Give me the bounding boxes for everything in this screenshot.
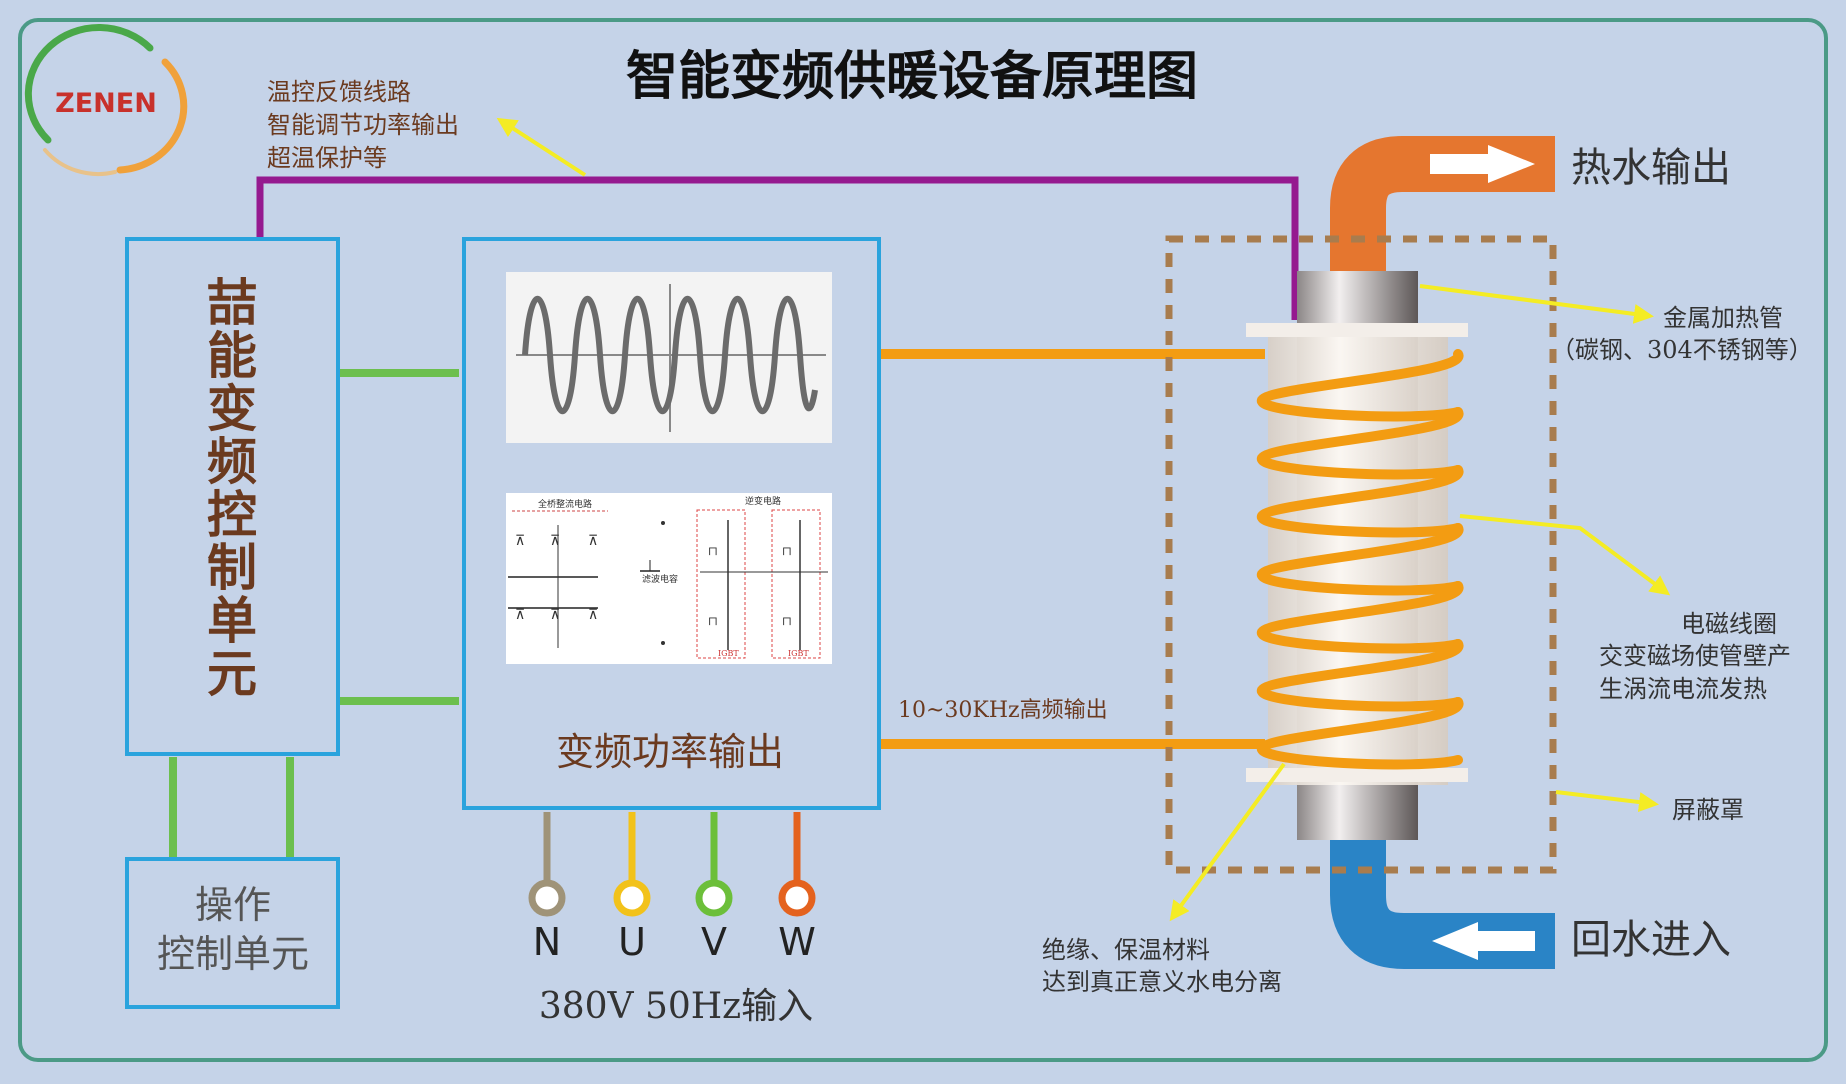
control-unit-box	[125, 237, 340, 756]
svg-text:⊼: ⊼	[550, 533, 560, 549]
control-unit-char: 变	[207, 379, 257, 438]
svg-text:⊓: ⊓	[782, 544, 792, 558]
return-water-label: 回水进入	[1571, 917, 1731, 963]
coil-turn	[1256, 465, 1464, 538]
control-unit-label: 喆 能 变 频 控 制 单 元	[207, 273, 257, 703]
circuit-left-caption: 全桥整流电路	[538, 498, 592, 510]
coil-turn	[1256, 523, 1464, 596]
pointer-arrow	[1169, 762, 1286, 922]
terminal-connector	[695, 879, 733, 917]
terminal-connector	[613, 879, 651, 917]
insulation-label: 绝缘、保温材料	[1042, 936, 1210, 964]
control-unit-char: 喆	[207, 273, 257, 332]
feedback-note-line: 超温保护等	[267, 144, 387, 172]
annotations: 金属加热管 （碳钢、304不锈钢等） 电磁线圈 交变磁场使管壁产 生涡流电流发热…	[1042, 304, 1813, 996]
return-water-arrow	[1432, 922, 1535, 960]
insulation-label: 达到真正意义水电分离	[1042, 968, 1282, 996]
control-unit-char: 控	[207, 485, 257, 544]
circuit-middle-caption: 滤波电容	[642, 573, 678, 585]
outer-frame	[18, 18, 1828, 1062]
hot-water-arrow	[1430, 145, 1535, 183]
control-unit-char: 频	[207, 432, 257, 491]
terminal-label: U	[618, 920, 646, 964]
svg-text:⊓: ⊓	[708, 614, 718, 628]
terminal-label: N	[533, 920, 561, 964]
feedback-note-line: 温控反馈线路	[267, 78, 411, 106]
terminal-connector	[528, 879, 566, 917]
svg-text:⊓: ⊓	[708, 544, 718, 558]
control-unit-char: 能	[207, 326, 257, 385]
svg-text:⊼: ⊼	[515, 607, 525, 623]
coil-turn	[1256, 407, 1464, 480]
coil-label: 交变磁场使管壁产	[1599, 642, 1791, 670]
electromagnetic-coil	[1256, 349, 1464, 770]
control-unit-char: 单	[207, 591, 257, 650]
coil-turn	[1256, 639, 1464, 712]
hot-water-label: 热水输出	[1571, 145, 1731, 191]
circuit-right-caption: 逆变电路	[745, 495, 781, 507]
circuit-image: 全桥整流电路 逆变电路 滤波电容 ⊼ ⊼ ⊼ ⊼ ⊼ ⊼ ⊓ ⊓ ⊓ ⊓ IGB…	[506, 493, 832, 664]
coil-label: 电磁线圈	[1681, 610, 1777, 638]
hot-water-pipe	[1330, 136, 1555, 272]
terminal-label: V	[701, 920, 727, 964]
feedback-pointer-arrow	[496, 117, 587, 177]
coil-turn	[1256, 349, 1464, 422]
terminal-connector	[778, 879, 816, 917]
control-unit-char: 元	[207, 644, 257, 703]
heating-pipe-label: （碳钢、304不锈钢等）	[1551, 336, 1813, 364]
feedback-note-line: 智能调节功率输出	[267, 111, 459, 139]
svg-text:⊼: ⊼	[515, 533, 525, 549]
input-label: 380V 50Hz输入	[539, 986, 813, 1027]
pointer-arrow	[1555, 790, 1659, 813]
coil-label: 生涡流电流发热	[1599, 675, 1767, 703]
igbt-label: IGBT	[788, 649, 809, 658]
svg-text:⊼: ⊼	[588, 533, 598, 549]
svg-text:⊼: ⊼	[550, 607, 560, 623]
frequency-label: 10~30KHz高频输出	[898, 698, 1108, 723]
zenen-logo: ZENEN	[24, 24, 188, 176]
power-output-box	[462, 237, 881, 810]
sine-wave	[522, 296, 818, 414]
igbt-label: IGBT	[718, 649, 739, 658]
heating-pipe-label: 金属加热管	[1663, 304, 1783, 332]
logo-text: ZENEN	[55, 88, 157, 119]
shield-label: 屏蔽罩	[1672, 796, 1744, 824]
coil-turn	[1256, 581, 1464, 654]
shield-enclosure	[1165, 235, 1557, 874]
power-output-label: 变频功率输出	[556, 730, 784, 774]
pointer-arrow	[1459, 514, 1671, 596]
waveform-image	[506, 272, 832, 443]
pointer-arrow	[1419, 284, 1654, 324]
operation-unit-label: 操作	[195, 883, 271, 927]
operation-unit-label: 控制单元	[157, 932, 309, 976]
coil-turn	[1256, 697, 1464, 770]
return-water-pipe	[1330, 838, 1555, 969]
svg-text:⊼: ⊼	[588, 607, 598, 623]
insulation-cap	[1246, 768, 1468, 782]
control-unit-char: 制	[207, 538, 257, 597]
insulation-cap	[1246, 323, 1468, 337]
operation-unit-box	[125, 857, 340, 1009]
feedback-line	[256, 176, 1299, 320]
svg-text:⊓: ⊓	[782, 614, 792, 628]
terminal-label: W	[778, 920, 816, 964]
feedback-note: 温控反馈线路 智能调节功率输出 超温保护等	[267, 78, 459, 172]
page-title: 智能变频供暖设备原理图	[626, 47, 1198, 107]
